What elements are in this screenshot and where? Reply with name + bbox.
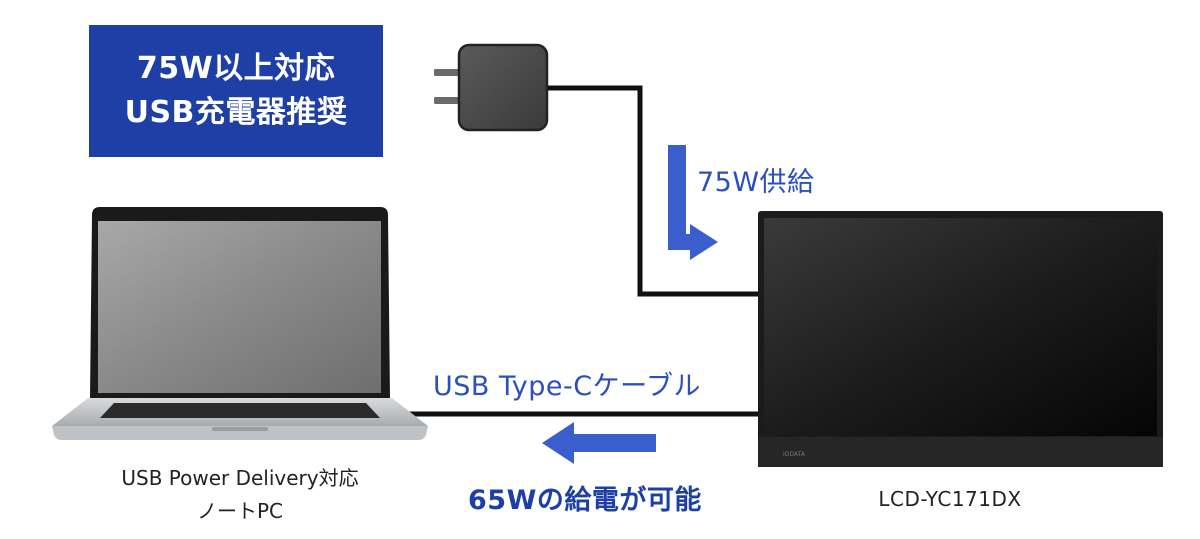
monitor-icon: IODATA <box>758 211 1163 467</box>
recommendation-line-2: USB充電器推奨 <box>124 95 348 130</box>
cable-label: USB Type-Cケーブル <box>433 371 701 402</box>
laptop-label-line-1: USB Power Delivery対応 <box>121 466 359 490</box>
recommendation-box: 75W以上対応 USB充電器推奨 <box>89 25 383 157</box>
supply-label: 75W供給 <box>697 167 815 198</box>
laptop-icon <box>52 207 428 440</box>
charger-icon <box>434 43 549 132</box>
recommendation-line-1: 75W以上対応 <box>136 51 336 86</box>
laptop-label-line-2: ノートPC <box>196 499 284 523</box>
laptop-label: USB Power Delivery対応 ノートPC <box>50 462 430 528</box>
monitor-brand-logo: IODATA <box>783 451 806 458</box>
charge-arrow-icon <box>542 422 656 464</box>
charger-cable <box>546 85 758 297</box>
charge-label: 65Wの給電が可能 <box>468 485 702 516</box>
supply-arrow-icon <box>668 145 718 260</box>
monitor-label: LCD-YC171DX <box>878 487 1022 511</box>
